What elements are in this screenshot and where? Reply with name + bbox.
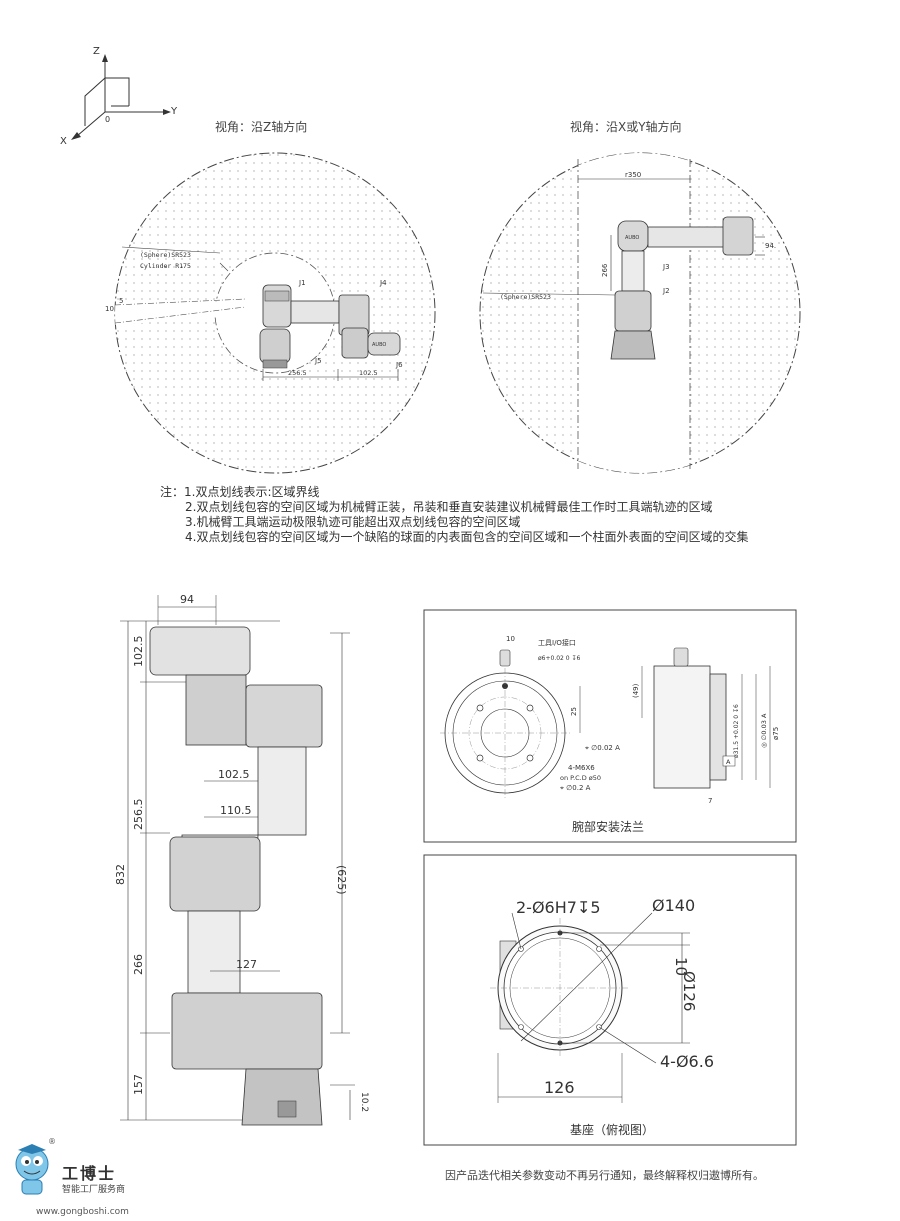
base-dim-140: Ø140 xyxy=(652,896,695,915)
dim-102-5-vertical: 102.5 xyxy=(132,636,145,668)
base-holes-2: 2-Ø6H7↧5 xyxy=(516,898,601,917)
j2-label: J2 xyxy=(662,287,670,295)
logo-mascot xyxy=(15,1144,49,1195)
dim-256-5: 256.5 xyxy=(132,799,145,831)
note-3: 3.机械臂工具端运动极限轨迹可能超出双点划线包容的空间区域 xyxy=(185,515,521,529)
axis-z-label: Z xyxy=(93,46,100,57)
base-holes-4: 4-Ø6.6 xyxy=(660,1052,714,1071)
flange-caption: 腕部安装法兰 xyxy=(572,820,645,834)
xy-sphere-label: (Sphere)SR523 xyxy=(500,293,551,301)
left-view-title: 视角：沿Z轴方向 xyxy=(215,120,308,134)
axis-y-label: Y xyxy=(170,106,178,117)
base-dim-10: 10 xyxy=(672,957,690,976)
dim-832: 832 xyxy=(114,864,127,885)
logo-name: 工博士 xyxy=(62,1164,117,1183)
hole6-label: ø6+0.02 0 ↧6 xyxy=(538,655,581,662)
dim-266-label: 266 xyxy=(601,263,609,277)
j3-label: J3 xyxy=(662,263,670,271)
logo-url[interactable]: www.gongboshi.com xyxy=(36,1207,129,1217)
flange-tol-02: ⌖ ∅0.2 A xyxy=(560,784,591,792)
right-view-title: 视角：沿X或Y轴方向 xyxy=(570,120,682,134)
xy-view-diagram: r350 (Sphere)SR523 266 94. J3 J2 AUBO xyxy=(479,152,801,474)
logo-subtitle: 智能工厂服务商 xyxy=(62,1185,126,1195)
note-2: 2.双点划线包容的空间区域为机械臂正装，吊装和垂直安装建议机械臂最佳工作时工具端… xyxy=(185,500,713,514)
flange-dim-10: 10 xyxy=(506,635,515,643)
flange-dim-49: (49) xyxy=(632,683,640,698)
dim-102-label: 102.5 xyxy=(359,369,378,377)
dim-266: 266 xyxy=(132,954,145,975)
flange-panel: 10 工具I/O接口 ø6+0.02 0 ↧6 25 ⌖ ∅0.02 A 4-M… xyxy=(423,609,797,843)
flange-tol-003: ◎ ∅0.03 A xyxy=(760,713,768,748)
base-dim-126-horizontal: 126 xyxy=(544,1078,575,1097)
r350-label: r350 xyxy=(625,171,641,179)
axes-icon: Z Y X 0 xyxy=(60,46,178,147)
notes-block: 注：1.双点划线表示:区域界线 2.双点划线包容的空间区域为机械臂正装，吊装和垂… xyxy=(160,485,748,545)
dim-102-5-horizontal: 102.5 xyxy=(218,768,250,781)
dim-157: 157 xyxy=(132,1074,145,1095)
axis-origin-label: 0 xyxy=(105,115,110,124)
footer-notice: 因产品迭代相关参数变动不再另行通知，最终解释权归遨博所有。 xyxy=(445,1169,764,1182)
dim-625: (625) xyxy=(335,865,348,895)
base-caption: 基座（俯视图） xyxy=(570,1123,655,1137)
z-view-diagram: (Sphere)SR523 Cylinder R175 J1 J4 J5 J6 … xyxy=(105,152,436,474)
axis-x-label: X xyxy=(60,136,67,147)
base-dim-126-vertical: Ø126 xyxy=(680,971,698,1011)
base-panel: 2-Ø6H7↧5 Ø140 10 Ø126 126 4-Ø6.6 xyxy=(423,854,797,1146)
dim-5-label: 5 xyxy=(119,297,123,305)
dim-256-label: 256.5 xyxy=(288,369,307,377)
z-sphere-label: (Sphere)SR523 xyxy=(140,251,191,259)
j5-label: J5 xyxy=(314,357,322,365)
side-elevation-drawing: 94 102.5 256.5 832 266 157 (625) 102.5 1… xyxy=(114,593,369,1126)
z-cylinder-label: Cylinder R175 xyxy=(140,262,191,270)
flange-tol-002: ⌖ ∅0.02 A xyxy=(585,744,620,752)
j4-label: J4 xyxy=(379,279,387,287)
tool-io-label: 工具I/O接口 xyxy=(538,638,576,647)
datum-a: A xyxy=(726,758,731,766)
dim-10-label: 10 xyxy=(105,305,114,313)
flange-dim-7: 7 xyxy=(708,797,712,805)
flange-dim-25: 25 xyxy=(570,707,578,716)
flange-dim-31-5: ø31.5 +0.02 0 ↧6 xyxy=(733,704,740,758)
pcd-label: on P.C.D ø50 xyxy=(560,774,601,782)
note-1: 注：1.双点划线表示:区域界线 xyxy=(160,485,320,499)
dim-94-label: 94. xyxy=(765,242,776,250)
note-4: 4.双点划线包容的空间区域为一个缺陷的球面的内表面包含的空间区域和一个柱面外表面… xyxy=(185,530,749,544)
dim-top-94: 94 xyxy=(180,593,194,606)
m6-label: 4-M6X6 xyxy=(568,764,595,772)
brand-mark: AUBO xyxy=(372,342,386,348)
dim-10-2: 10.2 xyxy=(359,1092,369,1112)
registered-mark: ® xyxy=(48,1137,56,1146)
brand-mark-right: AUBO xyxy=(625,235,639,241)
dim-110-5: 110.5 xyxy=(220,804,252,817)
j6-label: J6 xyxy=(395,361,403,369)
j1-label: J1 xyxy=(298,279,306,287)
dim-127: 127 xyxy=(236,958,257,971)
flange-dim-75: ø75 xyxy=(772,727,780,740)
